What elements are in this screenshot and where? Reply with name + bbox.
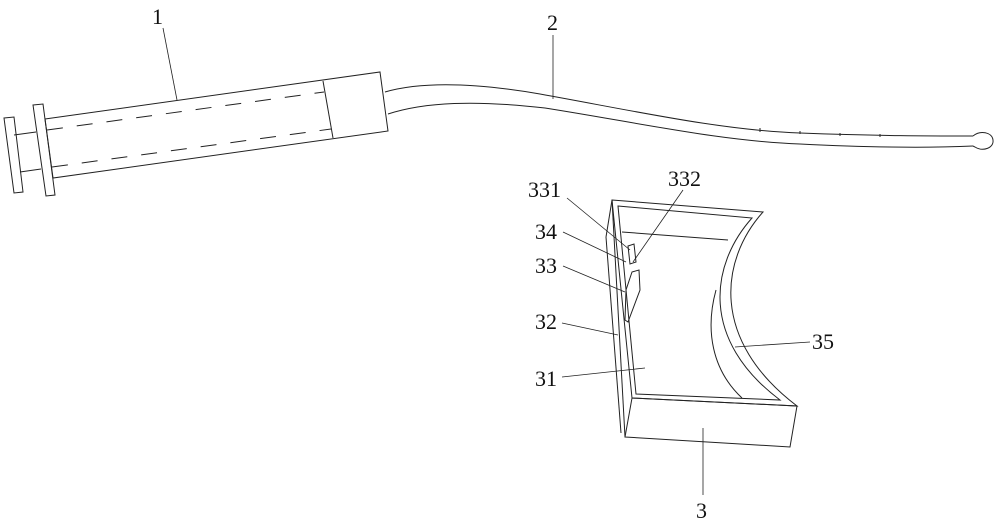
plunger-thumb-press	[3, 116, 24, 194]
label-3: 3	[696, 498, 707, 523]
holder-box	[605, 199, 799, 448]
plunger-piston	[322, 80, 334, 139]
label-34: 34	[535, 219, 557, 244]
syringe	[3, 71, 389, 197]
catheter-tube	[384, 84, 994, 150]
label-332: 332	[668, 166, 701, 191]
syringe-barrel	[44, 71, 389, 179]
label-31: 31	[535, 366, 557, 391]
clip-33	[624, 269, 641, 323]
tube-tip	[972, 132, 994, 150]
label-35: 35	[812, 329, 834, 354]
label-331: 331	[528, 177, 561, 202]
label-1: 1	[152, 4, 163, 29]
label-32: 32	[535, 309, 557, 334]
clip-331	[627, 243, 637, 265]
label-33: 33	[535, 253, 557, 278]
box-front-face	[624, 397, 798, 448]
label-2: 2	[547, 10, 558, 35]
finger-flange	[32, 103, 56, 197]
leader-lines	[162, 27, 811, 495]
